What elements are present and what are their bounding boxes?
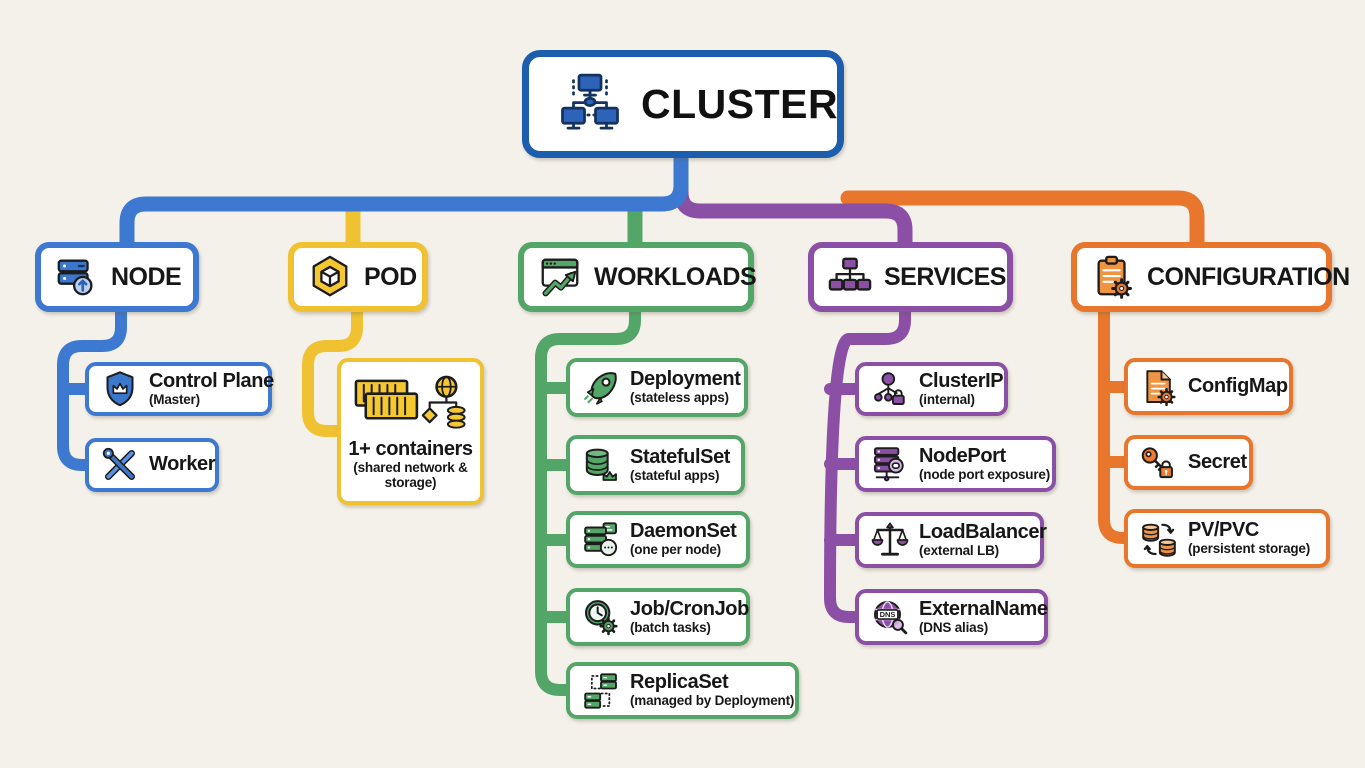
label-group: PV/PVC(persistent storage) <box>1188 520 1310 556</box>
child-nodeport-label: NodePort <box>919 444 1006 467</box>
cluster-label: CLUSTER <box>641 80 839 127</box>
child-worker-box: Worker <box>85 438 219 492</box>
chart-window-icon <box>537 254 583 300</box>
child-replicaset-label: ReplicaSet <box>630 671 729 694</box>
child-clusterip-box: ClusterIP(internal) <box>855 362 1008 416</box>
label-group: Deployment(stateless apps) <box>630 368 741 405</box>
tools-icon <box>100 445 140 485</box>
containers-icon <box>352 373 470 434</box>
label-group: WORKLOADS <box>594 262 757 291</box>
child-statefulset-label: StatefulSet <box>630 445 731 468</box>
replica-servers-icon <box>581 671 621 711</box>
child-replicaset-sublabel: (managed by Deployment) <box>630 693 795 708</box>
child-clusterip-sublabel: (internal) <box>919 391 975 407</box>
label-group: NodePort(node port exposure) <box>919 444 1051 482</box>
label-group: DaemonSet(one per node) <box>630 520 737 557</box>
label-group: Job/CronJob(batch tasks) <box>630 597 749 635</box>
child-daemonset-sublabel: (one per node) <box>630 542 721 557</box>
shield-crown-icon <box>100 369 140 409</box>
branch-services-label: SERVICES <box>884 262 1006 291</box>
label-group: ClusterIP(internal) <box>919 369 1004 407</box>
clipboard-gear-icon <box>1090 254 1136 300</box>
branch-services-box: SERVICES <box>808 242 1013 312</box>
topology-icon <box>827 254 873 300</box>
label-group: Secret <box>1188 450 1247 474</box>
child-loadbalancer-label: LoadBalancer <box>919 520 1047 543</box>
child-deployment-sublabel: (stateless apps) <box>630 390 729 405</box>
child-statefulset-box: StatefulSet(stateful apps) <box>566 435 745 495</box>
label-group: NODE <box>111 262 182 291</box>
child-pv-pvc-label: PV/PVC <box>1188 519 1259 542</box>
label-group: Worker <box>149 453 216 476</box>
server-port-icon <box>870 444 910 484</box>
label-group: ExternalName(DNS alias) <box>919 597 1048 635</box>
child-deployment-label: Deployment <box>630 368 741 391</box>
branch-node-box: NODE <box>35 242 199 312</box>
child-configmap-box: ConfigMap <box>1124 358 1293 415</box>
child-deployment-box: Deployment(stateless apps) <box>566 358 748 417</box>
label-group: ConfigMap <box>1188 374 1288 398</box>
child-statefulset-sublabel: (stateful apps) <box>630 467 720 483</box>
child-externalname-box: DNS ExternalName(DNS alias) <box>855 589 1048 645</box>
network-cluster-icon <box>555 71 625 137</box>
rocket-icon <box>581 368 621 408</box>
child-daemonset-box: DaemonSet(one per node) <box>566 511 750 568</box>
child-pv-pvc-box: PV/PVC(persistent storage) <box>1124 509 1330 568</box>
hexagon-cube-icon <box>307 254 353 300</box>
child-daemonset-label: DaemonSet <box>630 520 737 543</box>
balance-scale-icon <box>870 520 910 560</box>
child-secret-label: Secret <box>1188 450 1247 473</box>
label-group: ReplicaSet(managed by Deployment) <box>630 672 794 708</box>
child-job-cronjob-sublabel: (batch tasks) <box>630 619 711 635</box>
child-nodeport-box: NodePort(node port exposure) <box>855 436 1056 492</box>
child-job-cronjob-label: Job/CronJob <box>630 597 749 620</box>
child-externalname-sublabel: (DNS alias) <box>919 619 989 635</box>
label-group: Control Plane(Master) <box>149 369 274 407</box>
branch-workloads-box: WORKLOADS <box>518 242 757 312</box>
branch-workloads-label: WORKLOADS <box>594 262 757 291</box>
branch-node-label: NODE <box>111 262 182 291</box>
child-containers-sublabel: (shared network & storage) <box>353 460 468 491</box>
child-job-cronjob-box: Job/CronJob(batch tasks) <box>566 588 750 646</box>
dns-globe-icon: DNS <box>870 597 910 637</box>
label-group: POD <box>364 262 417 291</box>
branch-configuration-label: CONFIGURATION <box>1147 262 1350 291</box>
label-group: CLUSTER <box>641 80 839 127</box>
child-containers-label: 1+ containers <box>348 437 473 460</box>
child-control-plane-sublabel: (Master) <box>149 391 200 407</box>
storage-sync-icon <box>1139 519 1179 559</box>
label-group: SERVICES <box>884 262 1006 291</box>
server-up-icon <box>54 254 100 300</box>
child-worker-label: Worker <box>149 453 216 476</box>
database-crown-icon <box>581 445 621 485</box>
branch-pod-box: POD <box>288 242 428 312</box>
child-configmap-label: ConfigMap <box>1188 374 1288 397</box>
label-group: LoadBalancer(external LB) <box>919 520 1047 558</box>
file-gear-icon <box>1139 367 1179 407</box>
branch-configuration-box: CONFIGURATION <box>1071 242 1350 312</box>
server-daemon-icon <box>581 520 621 560</box>
branch-pod-label: POD <box>364 262 417 291</box>
child-externalname-label: ExternalName <box>919 597 1048 620</box>
label-group: CONFIGURATION <box>1147 262 1350 291</box>
child-nodeport-sublabel: (node port exposure) <box>919 466 1051 482</box>
key-lock-icon <box>1139 443 1179 483</box>
label-group: StatefulSet(stateful apps) <box>630 445 731 483</box>
label-group: 1+ containers(shared network & storage) <box>347 437 474 491</box>
clock-gear-icon <box>581 597 621 637</box>
child-replicaset-box: ReplicaSet(managed by Deployment) <box>566 662 799 719</box>
svg-text:DNS: DNS <box>880 610 896 619</box>
nodes-lock-icon <box>870 369 910 409</box>
child-loadbalancer-box: LoadBalancer(external LB) <box>855 512 1047 568</box>
cluster-box: CLUSTER <box>522 50 844 158</box>
child-control-plane-label: Control Plane <box>149 369 274 392</box>
child-loadbalancer-sublabel: (external LB) <box>919 542 999 558</box>
child-containers-box: 1+ containers(shared network & storage) <box>337 358 484 505</box>
child-secret-box: Secret <box>1124 435 1253 490</box>
child-clusterip-label: ClusterIP <box>919 369 1004 392</box>
child-pv-pvc-sublabel: (persistent storage) <box>1188 541 1311 556</box>
child-control-plane-box: Control Plane(Master) <box>85 362 274 416</box>
